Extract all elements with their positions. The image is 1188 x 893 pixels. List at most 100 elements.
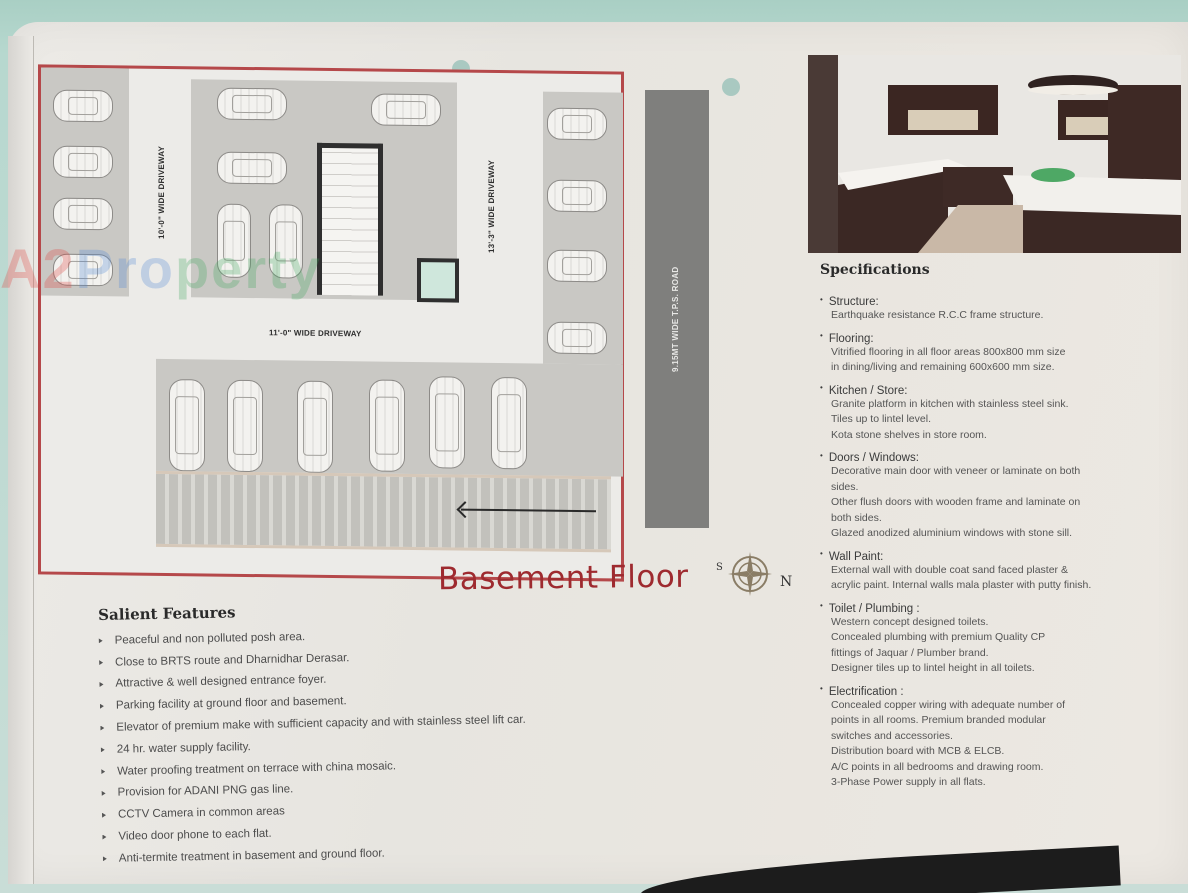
- spec-line: External wall with double coat sand face…: [831, 563, 1068, 576]
- spec-line: Distribution board with MCB & ELCB.: [831, 745, 1005, 757]
- parking-slot: [547, 249, 607, 283]
- spec-line: both sides.: [831, 511, 882, 524]
- salient-features: Salient Features Peaceful and non pollut…: [98, 598, 528, 870]
- feature-text: Attractive & well designed entrance foye…: [115, 674, 327, 691]
- feature-text: Provision for ADANI PNG gas line.: [117, 783, 294, 800]
- road: [645, 90, 709, 528]
- spec-line: Concealed copper wiring with adequate nu…: [831, 698, 1066, 711]
- bullet-icon: [100, 725, 104, 730]
- feature-text: 24 hr. water supply facility.: [116, 740, 251, 756]
- spec-line: fittings of Jaquar / Plumber brand.: [831, 646, 989, 659]
- bullet-icon: [99, 660, 103, 665]
- spec-heading: Electrification :: [828, 685, 904, 698]
- bullet-icon: [100, 704, 104, 709]
- spec-line: Earthquake resistance R.C.C frame struct…: [831, 309, 1044, 321]
- spec-line: Designer tiles up to lintel height in al…: [831, 662, 1035, 674]
- bullet-icon: •: [820, 601, 823, 610]
- floor-title: Basement Floor: [437, 558, 689, 598]
- feature-text: Anti-termite treatment in basement and g…: [118, 847, 385, 865]
- spec-structure: • Structure: Earthquake resistance R.C.C …: [820, 294, 1165, 324]
- bullet-icon: [99, 638, 103, 643]
- previous-page-edge: [8, 36, 34, 884]
- basement-floor-plan: 10'-0" WIDE DRIVEWAY 13'-3" WIDE DRIVEWA…: [38, 64, 624, 582]
- spec-flooring: •Flooring: Vitrified flooring in all flo…: [820, 331, 1165, 376]
- driveway-bottom-label: 11'-0" WIDE DRIVEWAY: [269, 328, 362, 339]
- compass-south-label: S: [716, 562, 723, 573]
- spec-line: points in all rooms. Premium branded mod…: [831, 714, 1046, 726]
- kitchen-photo: [808, 55, 1181, 253]
- spec-toilet-plumbing: • Toilet / Plumbing : Western concept des…: [820, 601, 1165, 677]
- bullet-icon: [101, 769, 105, 774]
- feature-text: Close to BRTS route and Dharnidhar Deras…: [114, 651, 350, 669]
- spec-line: in dining/living and remaining 600x600 m…: [831, 361, 1055, 373]
- spec-heading: Kitchen / Store:: [828, 384, 908, 397]
- bullet-icon: •: [820, 294, 823, 304]
- spec-line: sides.: [831, 480, 859, 493]
- bullet-icon: [103, 856, 107, 861]
- spec-doors-windows: • Doors / Windows: Decorative main door w…: [820, 450, 1165, 542]
- bullet-icon: [102, 813, 106, 818]
- spec-line: Vitrified flooring in all floor areas 80…: [831, 345, 1066, 358]
- driveway-left-label: 10'-0" WIDE DRIVEWAY: [157, 145, 166, 239]
- bullet-icon: •: [820, 549, 823, 558]
- parking-slot: [53, 197, 113, 231]
- spec-line: Kota stone shelves in store room.: [831, 428, 987, 441]
- feature-list: Peaceful and non polluted posh area. Clo…: [98, 622, 528, 870]
- parking-slot: [547, 321, 607, 355]
- compass-rose-icon: [728, 552, 772, 596]
- bullet-icon: [101, 747, 105, 752]
- staircase: [317, 142, 383, 296]
- spec-heading: Doors / Windows:: [828, 452, 919, 464]
- parking-slot: [547, 179, 607, 213]
- binder-hole: [722, 78, 740, 96]
- compass-north-label: N: [780, 574, 793, 590]
- bullet-icon: [102, 791, 106, 796]
- parking-slot: [217, 87, 287, 121]
- parking-slot: [53, 253, 113, 287]
- specifications: Specifications • Structure: Earthquake re…: [820, 262, 1165, 800]
- spec-kitchen-store: • Kitchen / Store: Granite platform in ki…: [820, 383, 1165, 444]
- spec-line: switches and accessories.: [831, 729, 953, 742]
- parking-slot: [169, 379, 205, 472]
- feature-text: Elevator of premium make with sufficient…: [116, 713, 526, 734]
- parking-slot: [269, 204, 303, 279]
- spec-line: acrylic paint. Internal walls mala plast…: [831, 579, 1092, 591]
- parking-slot: [217, 151, 287, 185]
- parking-slot: [491, 376, 527, 470]
- spec-line: A/C points in all bedrooms and drawing r…: [831, 760, 1044, 773]
- parking-slot: [217, 203, 251, 279]
- parking-slot: [227, 379, 263, 473]
- specifications-title: Specifications: [820, 262, 930, 278]
- feature-text: Parking facility at ground floor and bas…: [115, 695, 347, 712]
- spec-line: Western concept designed toilets.: [831, 615, 989, 628]
- feature-text: Water proofing treatment on terrace with…: [117, 759, 397, 778]
- parking-slot: [371, 93, 441, 127]
- spec-line: Decorative main door with veneer or lami…: [831, 465, 1081, 477]
- driveway-right-label: 13'-3" WIDE DRIVEWAY: [487, 159, 496, 254]
- spec-line: Granite platform in kitchen with stainle…: [831, 397, 1069, 410]
- ramp: [156, 470, 611, 553]
- parking-slot: [429, 376, 465, 469]
- bullet-icon: •: [820, 383, 823, 392]
- spec-line: Concealed plumbing with premium Quality …: [831, 631, 1046, 643]
- spec-electrification: • Electrification : Concealed copper wiri…: [820, 684, 1165, 791]
- bullet-icon: •: [820, 450, 823, 460]
- road-label: 9.15MT WIDE T.P.S. ROAD: [671, 266, 680, 372]
- feature-text: Peaceful and non polluted posh area.: [114, 630, 306, 647]
- parking-slot: [547, 107, 607, 141]
- parking-slot: [53, 145, 113, 179]
- spec-heading: Toilet / Plumbing :: [828, 602, 920, 615]
- parking-slot: [369, 379, 405, 472]
- feature-text: Video door phone to each flat.: [118, 827, 272, 843]
- feature-text: CCTV Camera in common areas: [117, 805, 285, 821]
- bullet-icon: •: [820, 331, 823, 340]
- bullet-icon: •: [820, 684, 823, 693]
- spec-wall-paint: •Wall Paint: External wall with double c…: [820, 549, 1165, 594]
- bullet-icon: [102, 834, 106, 839]
- spec-line: Tiles up to lintel level.: [831, 413, 931, 425]
- parking-slot: [53, 89, 113, 123]
- lift: [417, 258, 459, 303]
- spec-line: Other flush doors with wooden frame and …: [831, 496, 1081, 508]
- spec-heading: Structure:: [828, 296, 879, 308]
- parking-slot: [297, 380, 333, 474]
